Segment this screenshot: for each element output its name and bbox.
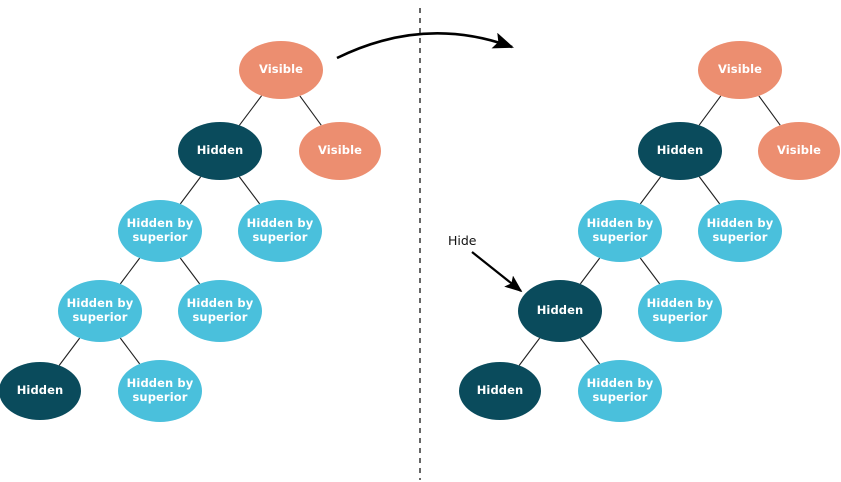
tree-edge [579, 257, 601, 285]
tree-node-label: Hidden [16, 383, 64, 398]
tree-node-right-r6[interactable]: Hidden [518, 280, 602, 342]
tree-edge [639, 176, 662, 205]
tree-node-left-l3[interactable]: Visible [299, 122, 381, 180]
tree-edge [238, 95, 263, 126]
tree-edge [698, 95, 722, 126]
tree-edge [639, 257, 661, 285]
tree-edge [119, 257, 141, 285]
tree-node-label: Visible [258, 62, 304, 77]
tree-node-label: Hidden [476, 383, 524, 398]
tree-node-label: Visible [776, 143, 822, 158]
tree-node-right-r3[interactable]: Visible [758, 122, 840, 180]
tree-edge [238, 176, 261, 205]
tree-node-right-r8[interactable]: Hidden [459, 362, 541, 420]
tree-node-left-l2[interactable]: Hidden [178, 122, 262, 180]
tree-edge [299, 95, 322, 126]
hide-action-label: Hide [448, 233, 477, 248]
tree-node-label: Visible [317, 143, 363, 158]
tree-node-right-r2[interactable]: Hidden [638, 122, 722, 180]
tree-node-right-r1[interactable]: Visible [698, 41, 782, 99]
curved-transition-arrow [336, 32, 514, 60]
tree-edge [119, 337, 141, 365]
tree-node-left-l8[interactable]: Hidden [0, 362, 81, 420]
tree-node-label: Hidden [656, 143, 704, 158]
tree-edge [179, 257, 201, 285]
tree-edge [758, 95, 781, 126]
tree-edge [698, 176, 721, 205]
hide-pointer-arrow [471, 251, 523, 293]
tree-edge [58, 337, 81, 366]
tree-edge [179, 176, 202, 205]
tree-node-label: Visible [717, 62, 763, 77]
tree-node-label: Hidden [196, 143, 244, 158]
tree-edge [579, 337, 601, 365]
tree-node-label: Hidden [536, 303, 584, 318]
tree-edge [518, 337, 541, 366]
tree-node-left-l1[interactable]: Visible [239, 41, 323, 99]
